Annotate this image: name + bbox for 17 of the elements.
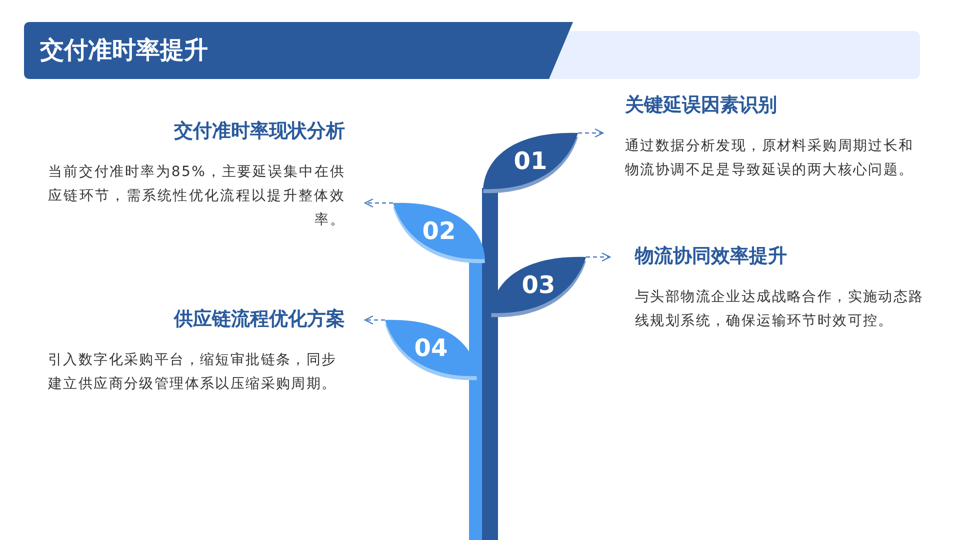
section-heading: 供应链流程优化方案 — [172, 307, 345, 332]
section-heading: 交付准时率现状分析 — [173, 119, 345, 144]
dashed-arrow — [364, 198, 393, 208]
step-number: 03 — [522, 271, 556, 299]
title: 交付准时率提升 — [40, 35, 208, 66]
section-heading: 物流协同效率提升 — [635, 244, 788, 269]
step-number: 01 — [514, 147, 548, 175]
section-heading: 关键延误因素识别 — [625, 93, 778, 118]
description-text: 引入数字化采购平台，缩短审批链条，同步建立供应商分级管理体系以压缩采购周期。 — [48, 351, 338, 394]
description-text: 当前交付准时率为85%，主要延误集中在供应链环节，需系统性优化流程以提升整体效率。 — [48, 163, 345, 230]
step-number: 02 — [422, 217, 456, 245]
description-text: 与头部物流企业达成战略合作，实施动态路线规划系统，确保运输环节时效可控。 — [635, 288, 925, 331]
dashed-arrow — [586, 252, 611, 262]
description-text: 通过数据分析发现，原材料采购周期过长和物流协调不足是导致延误的两大核心问题。 — [625, 137, 915, 180]
dashed-arrow — [578, 128, 604, 138]
dashed-arrow — [364, 315, 385, 325]
step-number: 04 — [414, 334, 448, 362]
